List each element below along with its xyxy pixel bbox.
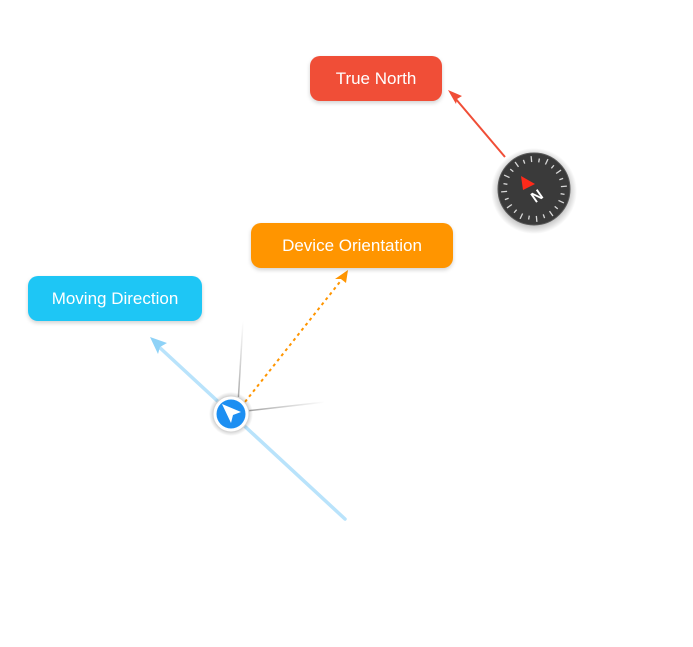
compass-tick	[554, 205, 559, 210]
compass-tick	[504, 197, 509, 201]
device-orientation-arrow-line	[240, 277, 344, 408]
accuracy-cone-edge-left	[237, 320, 244, 405]
compass-tick	[503, 182, 508, 185]
true-north-label: True North	[310, 56, 442, 101]
compass-tick	[550, 164, 555, 169]
compass-tick	[527, 215, 530, 220]
compass-tick	[514, 161, 520, 168]
compass-icon: N	[491, 148, 577, 234]
compass-tick	[542, 214, 546, 219]
navigation-arrow-icon	[209, 392, 253, 436]
compass-tick	[558, 199, 565, 204]
compass-tick	[538, 158, 541, 163]
compass-tick	[506, 203, 513, 209]
compass-tick	[535, 215, 538, 222]
compass-tick	[548, 210, 554, 217]
compass-tick	[522, 159, 526, 164]
true-north-arrow-line	[454, 97, 506, 158]
true-north-arrowhead	[448, 90, 462, 104]
device-orientation-arrowhead	[335, 270, 348, 283]
compass-needle	[521, 176, 535, 190]
moving-direction-track	[156, 344, 347, 521]
compass-tick	[555, 169, 562, 175]
device-orientation-label: Device Orientation	[251, 223, 453, 268]
accuracy-cone-edge-right	[245, 401, 326, 412]
compass-tick	[544, 158, 549, 165]
compass-tick	[501, 190, 508, 193]
compass-tick	[509, 168, 514, 173]
moving-direction-label: Moving Direction	[28, 276, 202, 321]
compass-tick	[519, 213, 524, 220]
compass-tick	[560, 193, 565, 196]
navigation-arrow-glyph	[222, 404, 241, 423]
compass-tick	[560, 185, 567, 188]
compass-tick	[559, 177, 564, 181]
compass-tick	[503, 174, 510, 179]
moving-direction-arrowhead	[150, 337, 167, 354]
compass-tick	[530, 156, 533, 163]
compass-tick	[513, 209, 518, 214]
